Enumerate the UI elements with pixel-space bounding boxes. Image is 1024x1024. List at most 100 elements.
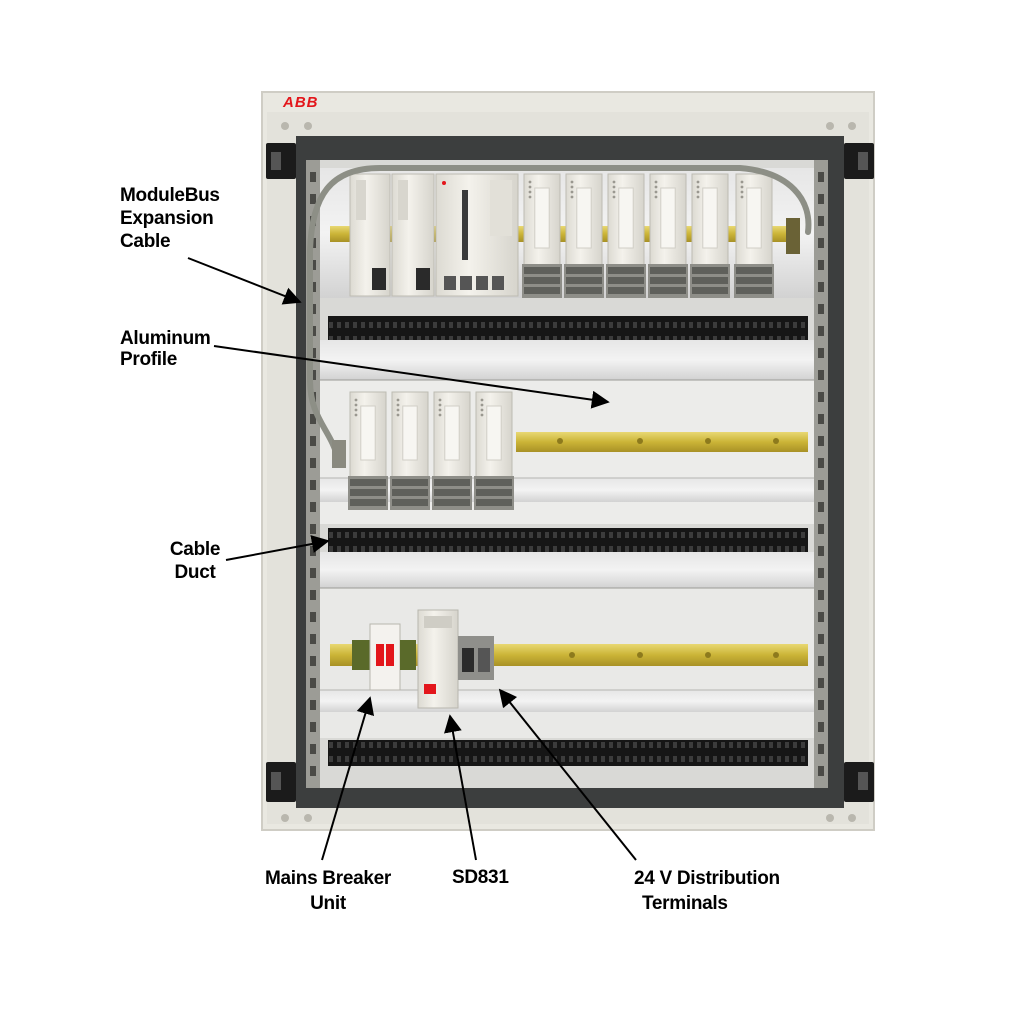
rail-screw (637, 438, 643, 444)
rail-hole (310, 678, 316, 688)
io-module-top-3 (606, 173, 646, 298)
rail-hole (818, 700, 824, 710)
distribution-terminals (458, 636, 494, 680)
rail-hole (310, 502, 316, 512)
rail-hole (310, 194, 316, 204)
rail-hole (310, 172, 316, 182)
terminal-base (734, 264, 774, 298)
rail-hole (818, 370, 824, 380)
io-module-top-5 (690, 173, 730, 298)
rail-hole (818, 458, 824, 468)
rail-hole (818, 656, 824, 666)
terminal-base (432, 476, 472, 510)
terminal-base (474, 476, 514, 510)
rail-hole (818, 678, 824, 688)
rail-hole (818, 612, 824, 622)
rail-hole (818, 392, 824, 402)
rail-hole (310, 700, 316, 710)
cable-ducts (328, 316, 808, 766)
arrow-breaker (321, 696, 375, 861)
rail-screw (557, 438, 563, 444)
rail-hole (310, 524, 316, 534)
cpu-module-2 (391, 173, 435, 297)
label-aluminum-profile: Aluminum Profile (120, 328, 211, 370)
rail-hole (818, 216, 824, 226)
io-modules-middle (348, 391, 514, 510)
rail-hole (818, 524, 824, 534)
rail-screw (705, 652, 711, 658)
io-module-middle-1 (348, 391, 388, 510)
terminal-base (564, 264, 604, 298)
io-module-top-1 (522, 173, 562, 298)
rail-hole (310, 612, 316, 622)
rail-hole (310, 480, 316, 490)
controller-row (349, 173, 774, 298)
terminal-base (390, 476, 430, 510)
rail-hole (818, 304, 824, 314)
rail-screw (569, 652, 575, 658)
io-module-top-2 (564, 173, 604, 298)
rail-hole (818, 326, 824, 336)
rail-hole (818, 282, 824, 292)
rail-hole (818, 480, 824, 490)
cable-connector-top (786, 218, 800, 254)
door-hinges (266, 143, 874, 802)
io-module-middle-2 (390, 391, 430, 510)
arrow-aluminum (213, 345, 610, 409)
label-mains-breaker-unit: Mains Breaker Unit (264, 868, 391, 914)
terminal-base (606, 264, 646, 298)
rail-hole (310, 766, 316, 776)
rail-hole (818, 744, 824, 754)
din-rail-middle (516, 432, 808, 452)
label-sd831: SD831 (452, 867, 509, 888)
rail-hole (818, 436, 824, 446)
rail-hole (818, 260, 824, 270)
io-module-top-6 (734, 173, 774, 298)
arrow-modulebus (187, 257, 302, 305)
rail-screws (557, 438, 779, 658)
terminal-base (690, 264, 730, 298)
io-module-middle-3 (432, 391, 472, 510)
rail-hole (310, 568, 316, 578)
rail-screw (705, 438, 711, 444)
rail-hole (310, 722, 316, 732)
abb-logo: ABB (283, 94, 319, 111)
terminal-base (348, 476, 388, 510)
rail-screw (773, 438, 779, 444)
io-modules-top (522, 173, 774, 298)
rail-hole (818, 590, 824, 600)
label-24v-distribution-terminals: 24 V Distribution Terminals (634, 868, 780, 914)
modulebus-cable (307, 165, 812, 463)
rail-hole (310, 458, 316, 468)
rail-hole (818, 348, 824, 358)
rail-screw (773, 652, 779, 658)
label-modulebus-cable: ModuleBus Expansion Cable (120, 185, 220, 252)
io-module-top-4 (648, 173, 688, 298)
arrow-sd831 (444, 714, 477, 861)
rail-hole (818, 546, 824, 556)
cpu-module-1 (349, 173, 391, 297)
mains-breaker-unit (352, 623, 416, 691)
label-cable-duct: Cable Duct (169, 539, 221, 583)
terminal-base (648, 264, 688, 298)
rail-hole (310, 656, 316, 666)
terminal-base (522, 264, 562, 298)
rail-hole (818, 722, 824, 732)
rail-hole (818, 502, 824, 512)
rail-hole (818, 238, 824, 248)
arrow-duct (225, 535, 330, 561)
rail-hole (818, 766, 824, 776)
sd831-power-supply (417, 609, 459, 709)
rail-hole (818, 172, 824, 182)
annotation-arrows (187, 257, 637, 861)
cable-connector-mid (332, 440, 346, 468)
rail-hole (818, 634, 824, 644)
io-module-middle-4 (474, 391, 514, 510)
rail-hole (310, 590, 316, 600)
rail-hole (818, 568, 824, 578)
rail-hole (310, 414, 316, 424)
rail-hole (310, 546, 316, 556)
rail-hole (310, 436, 316, 446)
rail-hole (818, 194, 824, 204)
